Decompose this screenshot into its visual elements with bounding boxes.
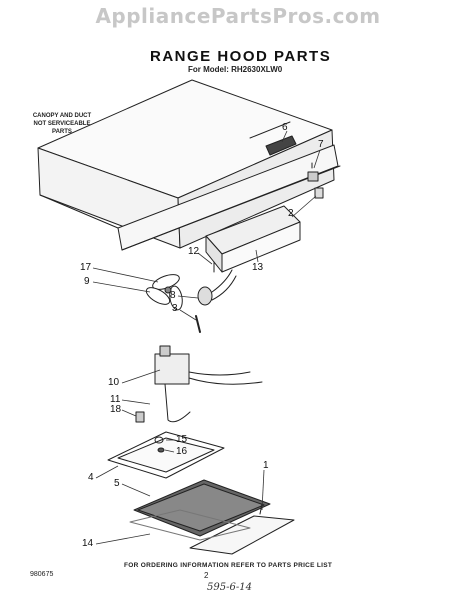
callout-10: 10	[108, 377, 120, 388]
callout-6: 6	[282, 122, 288, 133]
washer-16	[157, 447, 165, 453]
fan-motor	[154, 345, 263, 423]
page-title: RANGE HOOD PARTS	[150, 48, 332, 65]
callout-16: 16	[176, 446, 188, 457]
callout-9: 9	[84, 276, 90, 287]
callout-17: 17	[80, 262, 92, 273]
damper-assembly	[205, 205, 301, 273]
canopy-note: CANOPY AND DUCT NOT SERVICEABLE PARTS	[32, 113, 92, 135]
callout-8: 8	[170, 290, 176, 301]
callout-14: 14	[82, 538, 94, 549]
callout-5: 5	[114, 478, 120, 489]
callout-13: 13	[252, 262, 264, 273]
light-cover	[189, 503, 295, 555]
fan-switch	[314, 187, 324, 199]
callout-1: 1	[263, 460, 269, 471]
callout-12: 12	[188, 246, 200, 257]
callout-15: 15	[176, 434, 188, 445]
switch-knob	[307, 171, 319, 182]
ordering-note: FOR ORDERING INFORMATION REFER TO PARTS …	[124, 562, 333, 569]
screw-3	[195, 315, 201, 333]
filter-frame	[107, 431, 225, 479]
motor-connector	[197, 269, 237, 306]
fan-blade	[145, 274, 183, 311]
callout-7: 7	[318, 139, 324, 150]
callout-11: 11	[110, 394, 121, 405]
watermark: AppliancePartsPros.com	[95, 4, 381, 28]
callout-3: 3	[172, 303, 178, 314]
handwritten-note: 595-6-14	[207, 582, 252, 593]
filter-mesh	[133, 479, 271, 537]
model-line: For Model: RH2630XLW0	[188, 65, 283, 74]
page-number: 2	[204, 571, 209, 580]
range-hood-canopy	[37, 79, 341, 251]
callout-18: 18	[110, 404, 122, 415]
callout-4: 4	[88, 472, 94, 483]
document-number: 980675	[30, 571, 54, 578]
callout-2: 2	[288, 208, 294, 219]
bracket	[135, 411, 145, 423]
bottom-panel	[129, 509, 251, 541]
nut-15	[154, 436, 164, 444]
